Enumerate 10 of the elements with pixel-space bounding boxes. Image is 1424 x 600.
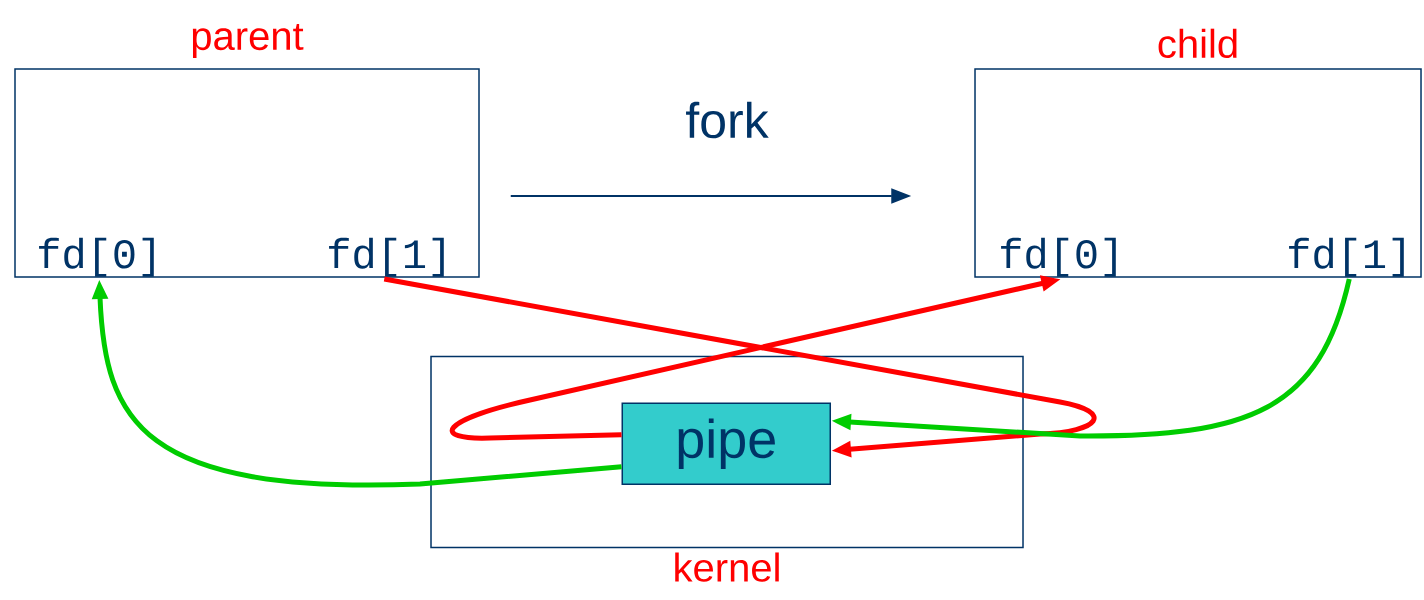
descriptor-label: fd[0] [39, 237, 154, 277]
box-heading: child [1158, 28, 1237, 59]
edge-label: fork [686, 101, 769, 139]
pipe-box: pipe [621, 402, 831, 485]
descriptor-label: fd[1] [1289, 237, 1404, 277]
descriptor-label: fd[0] [1001, 237, 1116, 277]
arrow [383, 276, 1096, 458]
descriptor-label: fd[1] [329, 237, 444, 277]
box-heading: kernel [675, 552, 779, 582]
box-heading: parent [192, 23, 304, 59]
